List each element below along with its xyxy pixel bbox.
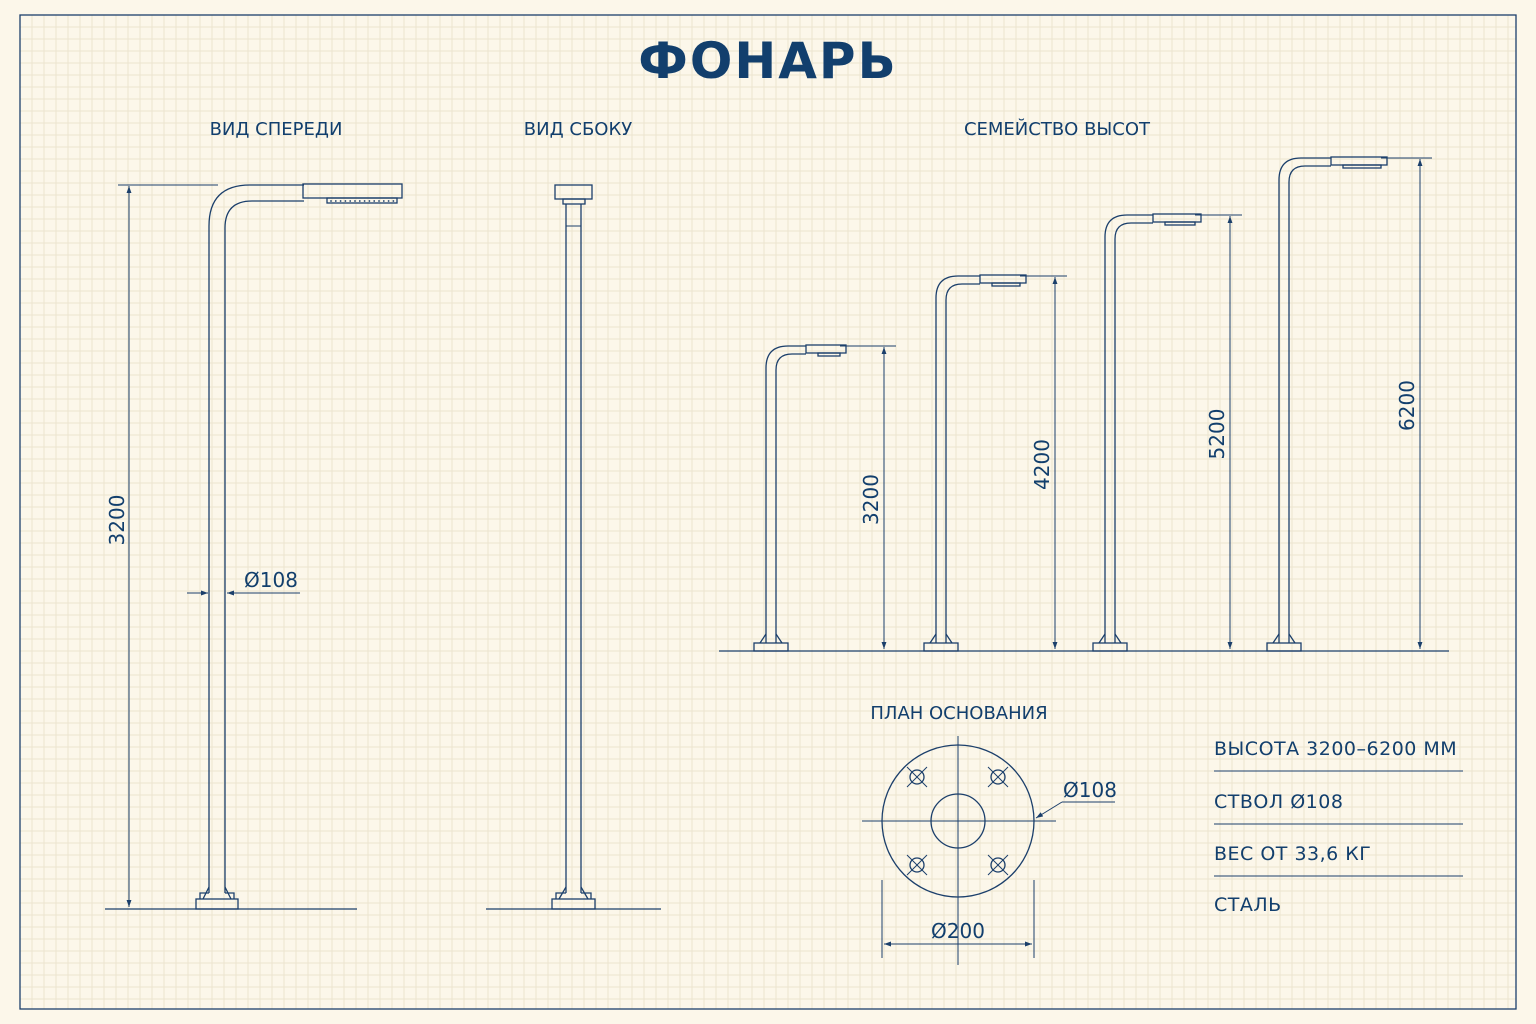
family-base-ribs	[759, 633, 783, 644]
spec-material: СТАЛЬ	[1214, 894, 1282, 916]
front-luminaire-lens	[326, 197, 398, 204]
led-dot	[373, 200, 376, 202]
family-height-value: 4200	[1030, 439, 1054, 490]
family-pole-outer	[935, 275, 980, 643]
led-dot	[330, 200, 332, 202]
base-outer-diameter: Ø200	[931, 919, 985, 943]
led-dot	[358, 200, 361, 202]
bolt-hole	[987, 766, 1009, 788]
side-base-ribs	[555, 886, 592, 900]
front-led-dots	[330, 200, 395, 202]
led-dot	[382, 200, 385, 202]
front-view-label: ВИД СПЕРЕДИ	[210, 119, 343, 140]
family-base-ribs	[929, 633, 953, 644]
spec-list: ВЫСОТА 3200–6200 ММ СТВОЛ Ø108 ВЕС ОТ 33…	[1214, 738, 1463, 916]
family-label: СЕМЕЙСТВО ВЫСОТ	[964, 118, 1151, 140]
family-pole-outer	[1278, 157, 1331, 643]
family-luminaire-lens	[1342, 164, 1382, 169]
bolt-hole-circle	[990, 769, 1006, 785]
family-luminaire-lens	[817, 352, 841, 357]
led-dot	[378, 200, 380, 202]
family-height-value: 6200	[1395, 380, 1419, 431]
base-pole-hole	[930, 793, 986, 849]
bolt-hole-cross	[906, 854, 928, 876]
family-base-plate	[1092, 642, 1128, 652]
family-lamp-3200: 3200	[753, 344, 896, 652]
family-lamps: 3200 4200 5200 6200	[753, 156, 1432, 652]
bolt-hole	[906, 854, 928, 876]
family-lamp-4200: 4200	[923, 274, 1067, 652]
front-base-ribs	[199, 886, 235, 900]
spec-weight: ВЕС ОТ 33,6 КГ	[1214, 843, 1371, 865]
spec-height: ВЫСОТА 3200–6200 ММ	[1214, 738, 1457, 760]
bolt-hole-cross	[906, 766, 928, 788]
bolt-hole-circle	[990, 857, 1006, 873]
side-luminaire-lens	[562, 198, 586, 205]
led-dot	[339, 200, 342, 202]
bolt-hole-cross	[987, 854, 1009, 876]
base-plan-label: ПЛАН ОСНОВАНИЯ	[870, 703, 1047, 724]
spec-trunk: СТВОЛ Ø108	[1214, 791, 1343, 813]
led-dot	[368, 200, 371, 202]
led-dot	[354, 200, 356, 202]
front-pole-inner	[224, 200, 304, 893]
side-luminaire-head	[554, 184, 593, 200]
bolt-hole-cross	[987, 766, 1009, 788]
base-plate-outline	[881, 744, 1035, 898]
family-height-value: 3200	[859, 474, 883, 525]
base-inner-diameter: Ø108	[1063, 778, 1117, 802]
base-bolt-holes	[906, 766, 1009, 876]
family-luminaire-head	[1330, 156, 1388, 166]
family-luminaire-lens	[991, 282, 1021, 287]
family-lamp-6200: 6200	[1266, 156, 1432, 652]
side-view-label: ВИД СБОКУ	[524, 119, 632, 140]
family-pole-outer	[1104, 214, 1153, 643]
front-pole-outer	[208, 184, 304, 893]
height-family: СЕМЕЙСТВО ВЫСОТ 3200 4200 5200 6200	[719, 118, 1449, 652]
page-title: ФОНАРЬ	[638, 32, 897, 90]
family-base-plate	[923, 642, 959, 652]
front-luminaire-head	[302, 183, 403, 199]
bolt-hole	[987, 854, 1009, 876]
led-dot	[387, 200, 390, 202]
family-base-plate	[753, 642, 789, 652]
led-dot	[344, 200, 347, 202]
front-view: ВИД СПЕРЕДИ 3200 Ø108	[105, 119, 403, 910]
led-dot	[334, 200, 337, 202]
family-base-ribs	[1272, 633, 1296, 644]
sheet-border	[19, 14, 1517, 1010]
led-dot	[349, 200, 352, 202]
front-height-value: 3200	[105, 495, 129, 546]
family-pole-inner	[945, 283, 980, 643]
base-inner-arrow	[1035, 801, 1063, 819]
background-grid	[19, 14, 1516, 1009]
side-base-plate	[551, 898, 596, 910]
family-base-ribs	[1098, 633, 1122, 644]
side-view: ВИД СБОКУ	[486, 119, 661, 910]
family-pole-inner	[1114, 222, 1153, 643]
led-dot	[392, 200, 395, 202]
family-pole-inner	[775, 353, 806, 643]
bolt-hole	[906, 766, 928, 788]
family-pole-outer	[765, 345, 806, 643]
family-pole-inner	[1288, 165, 1331, 643]
base-plan: ПЛАН ОСНОВАНИЯ Ø108 Ø200	[862, 703, 1117, 965]
front-base-plate	[195, 898, 239, 910]
bolt-hole-circle	[909, 857, 925, 873]
family-luminaire-lens	[1164, 221, 1196, 226]
led-dot	[363, 200, 366, 202]
front-diameter-value: Ø108	[244, 568, 298, 592]
bolt-hole-circle	[909, 769, 925, 785]
family-height-value: 5200	[1205, 409, 1229, 460]
family-base-plate	[1266, 642, 1302, 652]
family-lamp-5200: 5200	[1092, 213, 1242, 652]
